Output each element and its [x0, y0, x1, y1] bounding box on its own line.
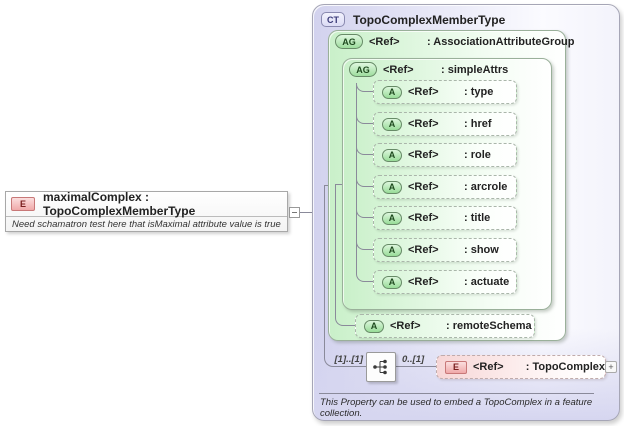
attrgroup-badge: AG: [335, 34, 363, 49]
connector-hook-arcrole: [356, 178, 373, 187]
element-ref: <Ref>: [473, 361, 504, 373]
attribute-ref: <Ref>: [408, 181, 439, 193]
connector-hook-sequence: [324, 358, 366, 367]
attrgroup-name: : simpleAttrs: [441, 63, 509, 76]
cardinality-child-element: 0..[1]: [402, 354, 425, 365]
complextype-header: CT TopoComplexMemberType: [321, 12, 505, 27]
footnote-divider: [319, 393, 594, 394]
attribute-box-href[interactable]: A <Ref> : href: [373, 112, 517, 136]
element-box-topocomplex[interactable]: E <Ref> : TopoComplex: [436, 355, 606, 379]
attribute-ref: <Ref>: [408, 149, 439, 161]
connector-hook-remoteschema: [335, 317, 355, 326]
attribute-name: : show: [464, 244, 499, 256]
attrgroup-badge: AG: [349, 62, 377, 77]
connector-hook-title: [356, 209, 373, 218]
attribute-box-actuate[interactable]: A <Ref> : actuate: [373, 270, 517, 294]
element-title-row: E maximalComplex : TopoComplexMemberType: [6, 190, 287, 218]
attribute-box-show[interactable]: A <Ref> : show: [373, 238, 517, 262]
sequence-icon: [373, 359, 387, 375]
attribute-ref: <Ref>: [408, 276, 439, 288]
attribute-name: : arcrole: [464, 181, 508, 193]
sequence-compositor[interactable]: [366, 352, 396, 382]
attribute-name: : type: [464, 86, 494, 98]
attribute-badge: A: [382, 275, 402, 289]
attrgroup-ref: <Ref>: [369, 35, 400, 48]
complextype-title: TopoComplexMemberType: [353, 12, 506, 27]
element-box-maximalComplex[interactable]: E maximalComplex : TopoComplexMemberType…: [5, 190, 288, 232]
connector-trunk-ct: [324, 185, 325, 358]
attribute-badge: A: [382, 148, 402, 162]
attribute-badge: A: [382, 180, 402, 194]
attribute-box-role[interactable]: A <Ref> : role: [373, 143, 517, 167]
element-badge: E: [445, 360, 467, 374]
connector-branch-simpleattrs: [335, 184, 342, 185]
attribute-name: : href: [464, 118, 492, 130]
attribute-badge: A: [364, 319, 384, 333]
connector-hook-role: [356, 146, 373, 155]
attribute-badge: A: [382, 211, 402, 225]
attribute-badge: A: [382, 243, 402, 257]
attribute-box-arcrole[interactable]: A <Ref> : arcrole: [373, 175, 517, 199]
attribute-box-title[interactable]: A <Ref> : title: [373, 206, 517, 230]
attribute-badge: A: [382, 85, 402, 99]
complextype-badge: CT: [321, 12, 345, 27]
attribute-box-type[interactable]: A <Ref> : type: [373, 80, 517, 104]
connector-hook-href: [356, 115, 373, 124]
collapse-handle[interactable]: [289, 207, 300, 218]
attrgroup-name: : AssociationAttributeGroup: [427, 35, 575, 48]
attribute-ref: <Ref>: [408, 86, 439, 98]
attribute-ref: <Ref>: [408, 118, 439, 130]
attribute-ref: <Ref>: [408, 212, 439, 224]
attrgroup-ref: <Ref>: [383, 63, 414, 76]
connector-trunk-attrgroup: [335, 184, 336, 317]
connector-branch-attrgroup: [324, 185, 328, 186]
connector-hook-show: [356, 241, 373, 250]
connector-sequence-child: [396, 366, 436, 367]
element-name: : TopoComplex: [525, 361, 605, 373]
attrgroup-simpleattrs-header: AG <Ref> : simpleAttrs: [349, 62, 508, 77]
element-title: maximalComplex : TopoComplexMemberType: [43, 190, 196, 218]
complextype-footnote: This Property can be used to embed a Top…: [320, 397, 593, 419]
attribute-name: : remoteSchema: [446, 320, 532, 332]
attribute-box-remoteschema[interactable]: A <Ref> : remoteSchema: [355, 314, 535, 338]
connector-hook-type: [356, 83, 373, 92]
element-badge: E: [11, 197, 35, 211]
attrgroup-association-header: AG <Ref> : AssociationAttributeGroup: [335, 34, 574, 49]
cardinality-sequence: [1]..[1]: [334, 354, 364, 365]
attribute-ref: <Ref>: [408, 244, 439, 256]
attribute-badge: A: [382, 117, 402, 131]
attribute-name: : actuate: [464, 276, 510, 288]
attribute-name: : title: [464, 212, 491, 224]
expand-button[interactable]: +: [605, 361, 617, 373]
attribute-name: : role: [464, 149, 491, 161]
attribute-ref: <Ref>: [390, 320, 421, 332]
element-annotation: Need schamatron test here that isMaximal…: [12, 219, 281, 230]
connector-hook-actuate: [356, 273, 373, 282]
